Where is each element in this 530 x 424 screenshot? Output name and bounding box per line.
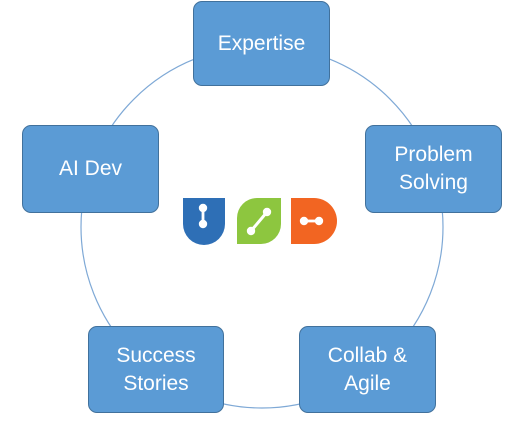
node-expertise: Expertise — [193, 1, 330, 86]
node-problem-solving: Problem Solving — [365, 125, 502, 213]
u-link-icon — [183, 198, 225, 245]
node-ai-dev: AI Dev — [22, 125, 159, 213]
leaf-link-icon — [237, 198, 281, 244]
center-logo — [183, 198, 337, 245]
node-success-stories: Success Stories — [88, 326, 224, 413]
d-link-icon — [291, 198, 337, 244]
node-collab-agile: Collab & Agile — [299, 326, 436, 413]
